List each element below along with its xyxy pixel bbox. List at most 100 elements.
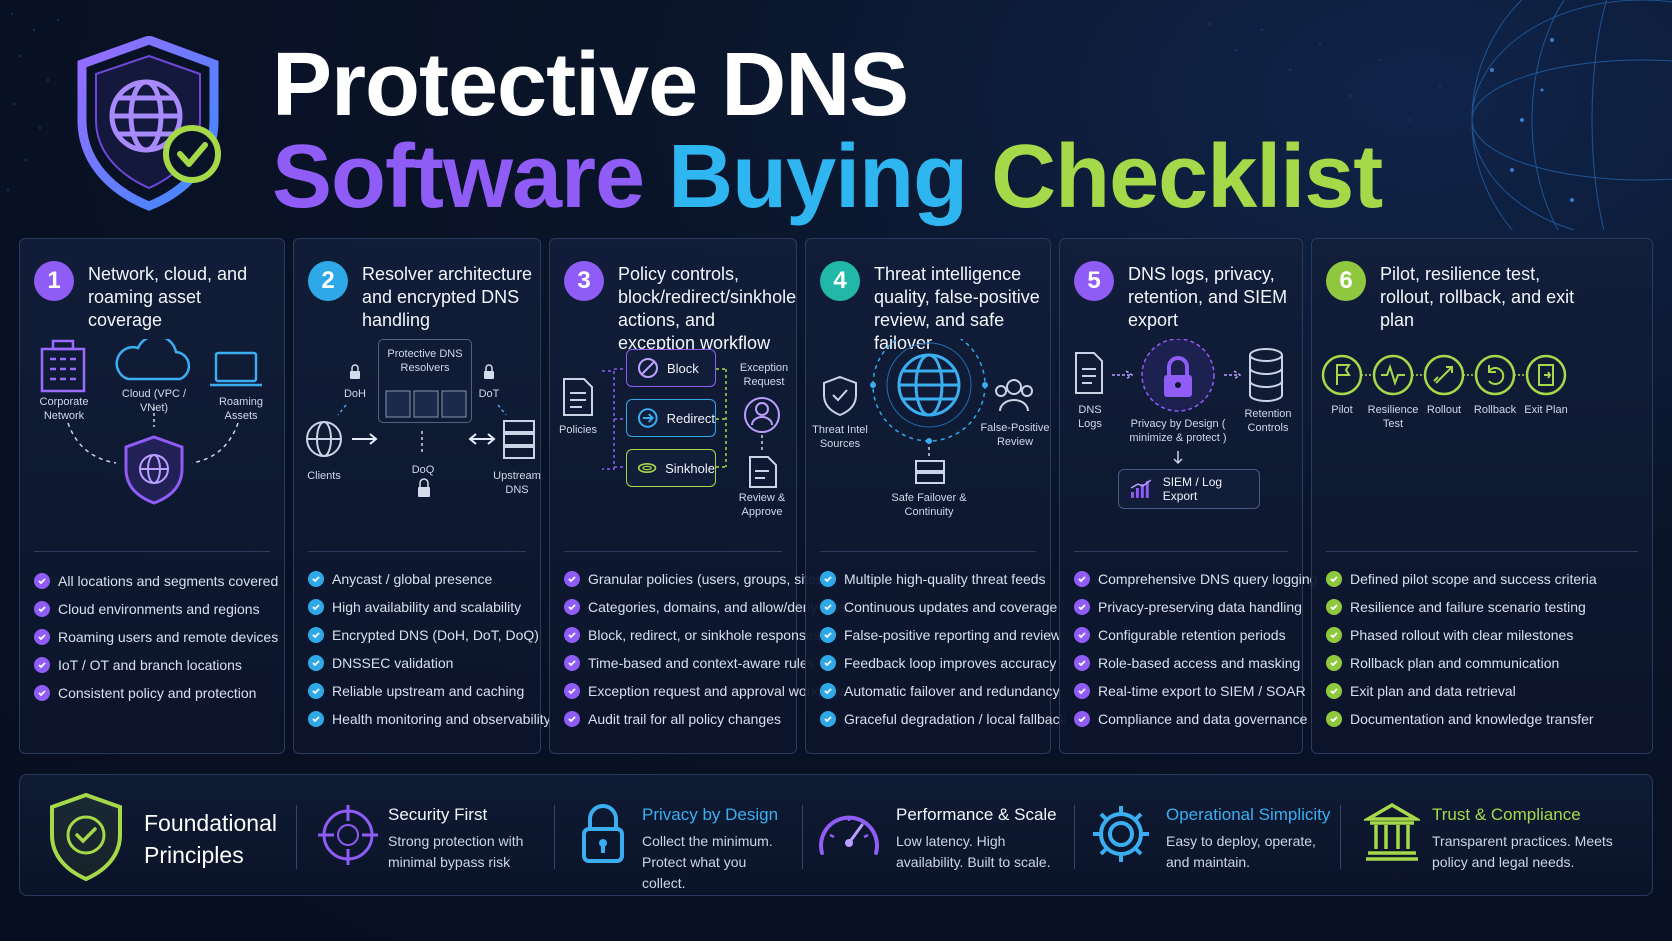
label-exception-request: Exception Request xyxy=(739,362,789,388)
principle-title: Trust & Compliance xyxy=(1432,805,1581,824)
label-rollout: Rollout xyxy=(1426,404,1462,416)
divider xyxy=(1074,805,1075,869)
principle-desc: Easy to deploy, operate, and maintain. xyxy=(1166,833,1316,870)
check-icon xyxy=(34,685,50,701)
principle-desc: Low latency. High availability. Built to… xyxy=(896,833,1051,870)
card-number-badge: 3 xyxy=(564,261,604,301)
check-icon xyxy=(1074,627,1090,643)
label-dns-logs: DNS Logs xyxy=(1078,404,1102,430)
card-divider xyxy=(820,551,1036,552)
card-title: Resolver architecture and encrypted DNS … xyxy=(362,264,533,330)
list-item: Role-based access and masking xyxy=(1074,649,1300,677)
redirect-action: Redirect xyxy=(626,399,716,437)
check-icon xyxy=(1074,655,1090,671)
list-item: Automatic failover and redundancy xyxy=(820,677,1060,705)
check-icon xyxy=(820,711,836,727)
card-number-badge: 2 xyxy=(308,261,348,301)
check-icon xyxy=(564,571,580,587)
label-policies: Policies xyxy=(559,424,597,436)
list-item: Time-based and context-aware rules xyxy=(564,649,815,677)
check-icon xyxy=(820,683,836,699)
rocket-icon xyxy=(1433,366,1453,384)
pulse-icon xyxy=(1381,363,1405,387)
policy-diagram: Policies Block Redirect Sinkhole Excepti… xyxy=(550,339,796,549)
check-icon xyxy=(564,655,580,671)
card-threat-intelligence: 4 Threat intelligence quality, false-pos… xyxy=(805,238,1067,754)
laptop-icon xyxy=(210,351,262,387)
title-word-checklist: Checklist xyxy=(991,127,1383,227)
card-number-badge: 1 xyxy=(34,261,74,301)
check-icon xyxy=(34,573,50,589)
check-icon xyxy=(820,627,836,643)
principle-title: Security First xyxy=(388,805,488,824)
label-safe-failover: Safe Failover & Continuity xyxy=(891,492,967,518)
principle-desc: Collect the minimum. Protect what you co… xyxy=(642,833,773,891)
list-item: Exit plan and data retrieval xyxy=(1326,677,1646,705)
foundational-principles-bar: Foundational Principles Security First S… xyxy=(19,774,1653,896)
siem-export-box: SIEM / Log Export xyxy=(1118,469,1260,509)
database-icon xyxy=(1249,348,1283,402)
threat-intel-diagram: Threat Intel Sources False-Positive Revi… xyxy=(806,339,1050,549)
card-divider xyxy=(1074,551,1288,552)
server-rack-icon xyxy=(385,390,467,418)
list-item: Granular policies (users, groups, sites) xyxy=(564,565,828,593)
list-item: Multiple high-quality threat feeds xyxy=(820,565,1046,593)
card-divider xyxy=(34,551,270,552)
card-title: DNS logs, privacy, retention, and SIEM e… xyxy=(1128,264,1288,330)
label-pilot: Pilot xyxy=(1331,404,1353,416)
crosshair-icon xyxy=(318,805,378,865)
card-resolver-architecture: 2 Resolver architecture and encrypted DN… xyxy=(293,238,551,754)
padlock-icon xyxy=(582,804,624,863)
card-title: Threat intelligence quality, false-posit… xyxy=(874,264,1040,353)
list-item: All locations and segments covered xyxy=(34,567,278,595)
list-item: Real-time export to SIEM / SOAR xyxy=(1074,677,1306,705)
shield-check-icon xyxy=(50,792,122,881)
label-clients: Clients xyxy=(307,470,341,482)
list-item: Health monitoring and observability xyxy=(308,705,551,733)
label-doq: DoQ xyxy=(411,464,435,476)
check-icon xyxy=(564,599,580,615)
lock-icon xyxy=(350,371,494,497)
exit-door-icon xyxy=(1538,364,1554,386)
label-exit-plan: Exit Plan xyxy=(1524,404,1568,416)
list-item: Cloud environments and regions xyxy=(34,595,278,623)
card-number-badge: 5 xyxy=(1074,261,1114,301)
check-icon xyxy=(564,683,580,699)
check-icon xyxy=(1326,711,1342,727)
list-item: Block, redirect, or sinkhole responses xyxy=(564,621,821,649)
shield-globe-icon xyxy=(124,435,184,505)
wireframe-globe-decoration xyxy=(1471,0,1672,230)
check-icon xyxy=(564,711,580,727)
page-title-line1: Protective DNS xyxy=(272,35,909,135)
server-stack-icon xyxy=(503,420,535,459)
check-icon xyxy=(1326,599,1342,615)
logging-diagram: DNS Logs Privacy by Design ( minimize & … xyxy=(1060,339,1302,549)
check-icon xyxy=(1074,683,1090,699)
server-icon xyxy=(915,460,945,484)
list-item: Graceful degradation / local fallback xyxy=(820,705,1067,733)
list-item: Roaming users and remote devices xyxy=(34,623,278,651)
check-icon xyxy=(1074,599,1090,615)
principle-title: Operational Simplicity xyxy=(1166,805,1331,824)
shield-globe-check-icon xyxy=(77,36,221,211)
shield-check-icon xyxy=(823,375,857,417)
checklist-cards: 1 Network, cloud, and roaming asset cove… xyxy=(19,238,1653,754)
check-icon xyxy=(308,599,324,615)
sinkhole-icon xyxy=(637,462,657,474)
card-pilot-rollout: 6 Pilot, resilience test, rollout, rollb… xyxy=(1311,238,1653,754)
principles-title: Foundational Principles xyxy=(144,810,277,868)
flag-icon xyxy=(1336,364,1351,385)
block-action: Block xyxy=(626,349,716,387)
check-icon xyxy=(308,655,324,671)
block-icon xyxy=(638,358,658,378)
title-word-software: Software xyxy=(272,127,645,227)
list-item: Defined pilot scope and success criteria xyxy=(1326,565,1646,593)
card-number-badge: 6 xyxy=(1326,261,1366,301)
header: Protective DNS Software Buying Checklist xyxy=(0,0,1672,235)
principle-title: Privacy by Design xyxy=(642,805,779,824)
bar-chart-icon xyxy=(1130,479,1152,498)
list-item: Continuous updates and coverage xyxy=(820,593,1057,621)
label-review-approve: Review & Approve xyxy=(738,492,786,518)
check-icon xyxy=(308,683,324,699)
list-item: Exception request and approval workflow xyxy=(564,677,843,705)
